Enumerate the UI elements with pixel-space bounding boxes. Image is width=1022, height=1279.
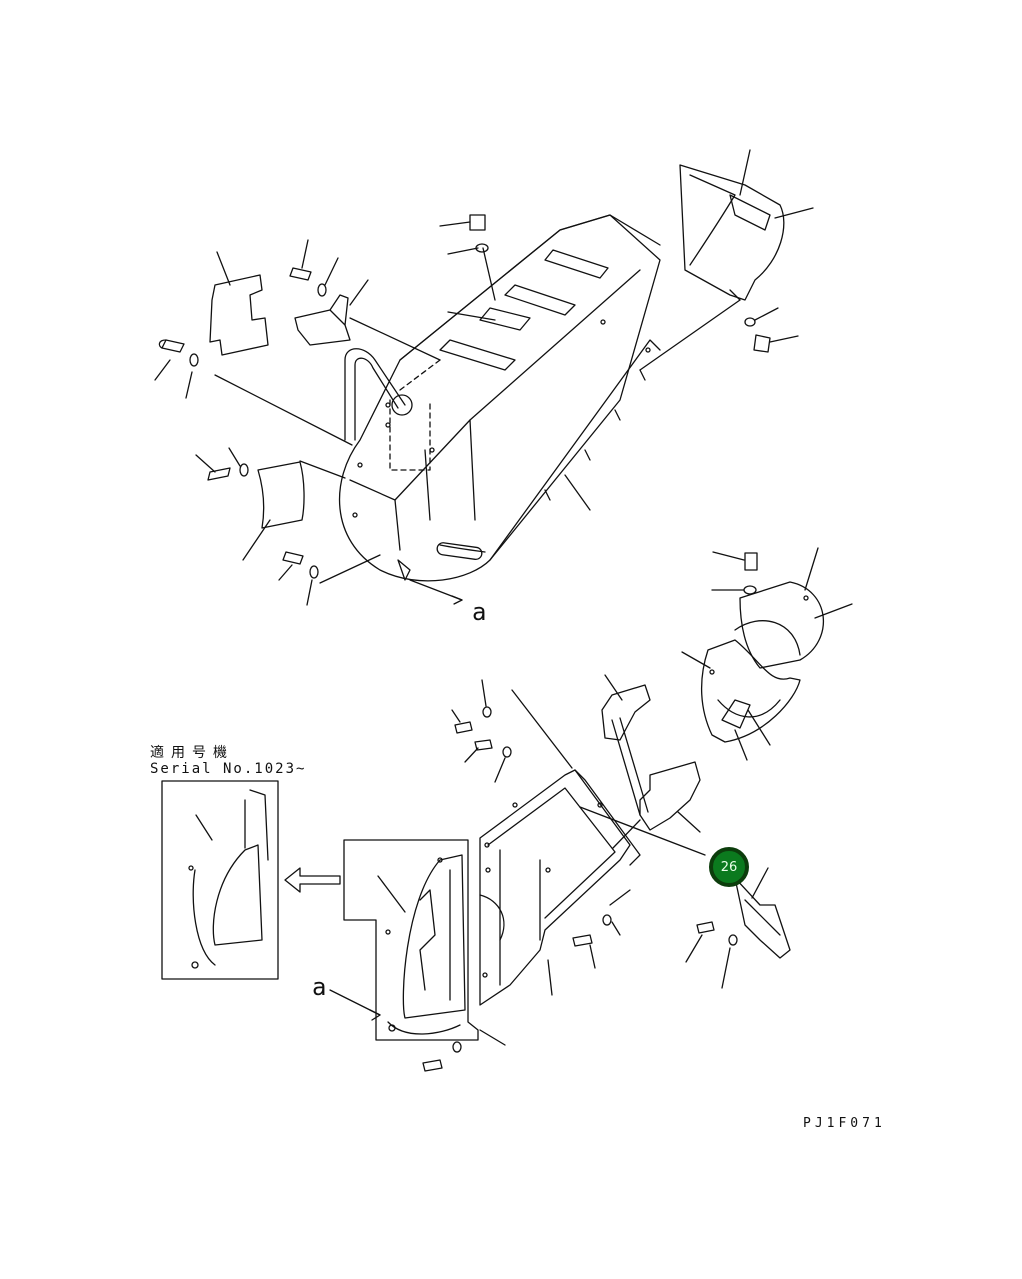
inset-panel-left	[161, 780, 279, 980]
center-plates	[601, 684, 791, 959]
view-ref-upper: a	[472, 598, 486, 626]
bolts-lower	[422, 552, 758, 1072]
bolts-upper	[158, 214, 771, 581]
ring-shrouds	[700, 581, 824, 743]
upper-left-plates	[209, 274, 351, 529]
leader-lines-upper	[154, 149, 814, 606]
applicability-serial: Serial No.1023~	[150, 761, 307, 777]
fan-shroud	[679, 164, 785, 301]
drawing-code: PJ1F071	[803, 1116, 886, 1131]
applicability-japanese: 適用号機	[150, 745, 234, 761]
inset-panel-right	[343, 839, 479, 1041]
main-duct-cover	[338, 214, 661, 582]
view-ref-lower: a	[312, 973, 326, 1001]
transfer-arrow	[284, 867, 341, 893]
callout-marker-26[interactable]: 26	[709, 847, 749, 887]
duct-frame	[479, 769, 641, 1006]
leader-lines-lower	[195, 547, 853, 1046]
